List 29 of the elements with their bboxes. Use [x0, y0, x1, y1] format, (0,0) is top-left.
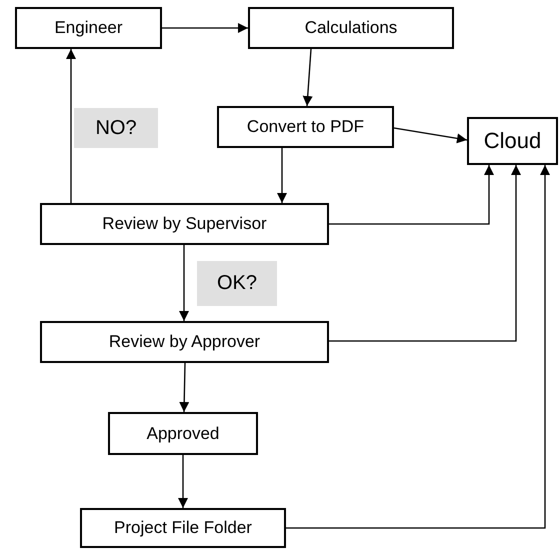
arrow — [162, 23, 248, 33]
process-box — [40, 321, 329, 363]
box-label: Convert to PDF — [246, 117, 364, 137]
arrow — [394, 127, 468, 144]
process-box — [40, 203, 329, 245]
box-label: Cloud — [484, 128, 542, 154]
box-label: Project File Folder — [114, 518, 252, 538]
process-box — [15, 7, 162, 49]
box-label: Engineer — [54, 18, 123, 38]
process-box — [217, 106, 394, 148]
arrow — [66, 49, 76, 203]
arrow — [286, 165, 550, 529]
box-label: Review by Approver — [108, 332, 260, 352]
box-label: Review by Supervisor — [102, 214, 267, 234]
edge-label: NO? — [74, 108, 158, 148]
process-box — [248, 7, 454, 49]
process-box — [467, 117, 558, 165]
arrow — [329, 165, 521, 342]
arrow — [179, 245, 189, 321]
arrow — [329, 165, 494, 225]
box-label: Approved — [146, 424, 220, 444]
process-box — [80, 508, 286, 548]
edge-label: OK? — [197, 261, 277, 306]
arrow — [277, 148, 287, 203]
process-box — [108, 412, 258, 455]
arrow — [178, 455, 188, 508]
box-label: Calculations — [304, 18, 398, 38]
arrow — [179, 362, 190, 412]
arrow — [302, 48, 313, 106]
